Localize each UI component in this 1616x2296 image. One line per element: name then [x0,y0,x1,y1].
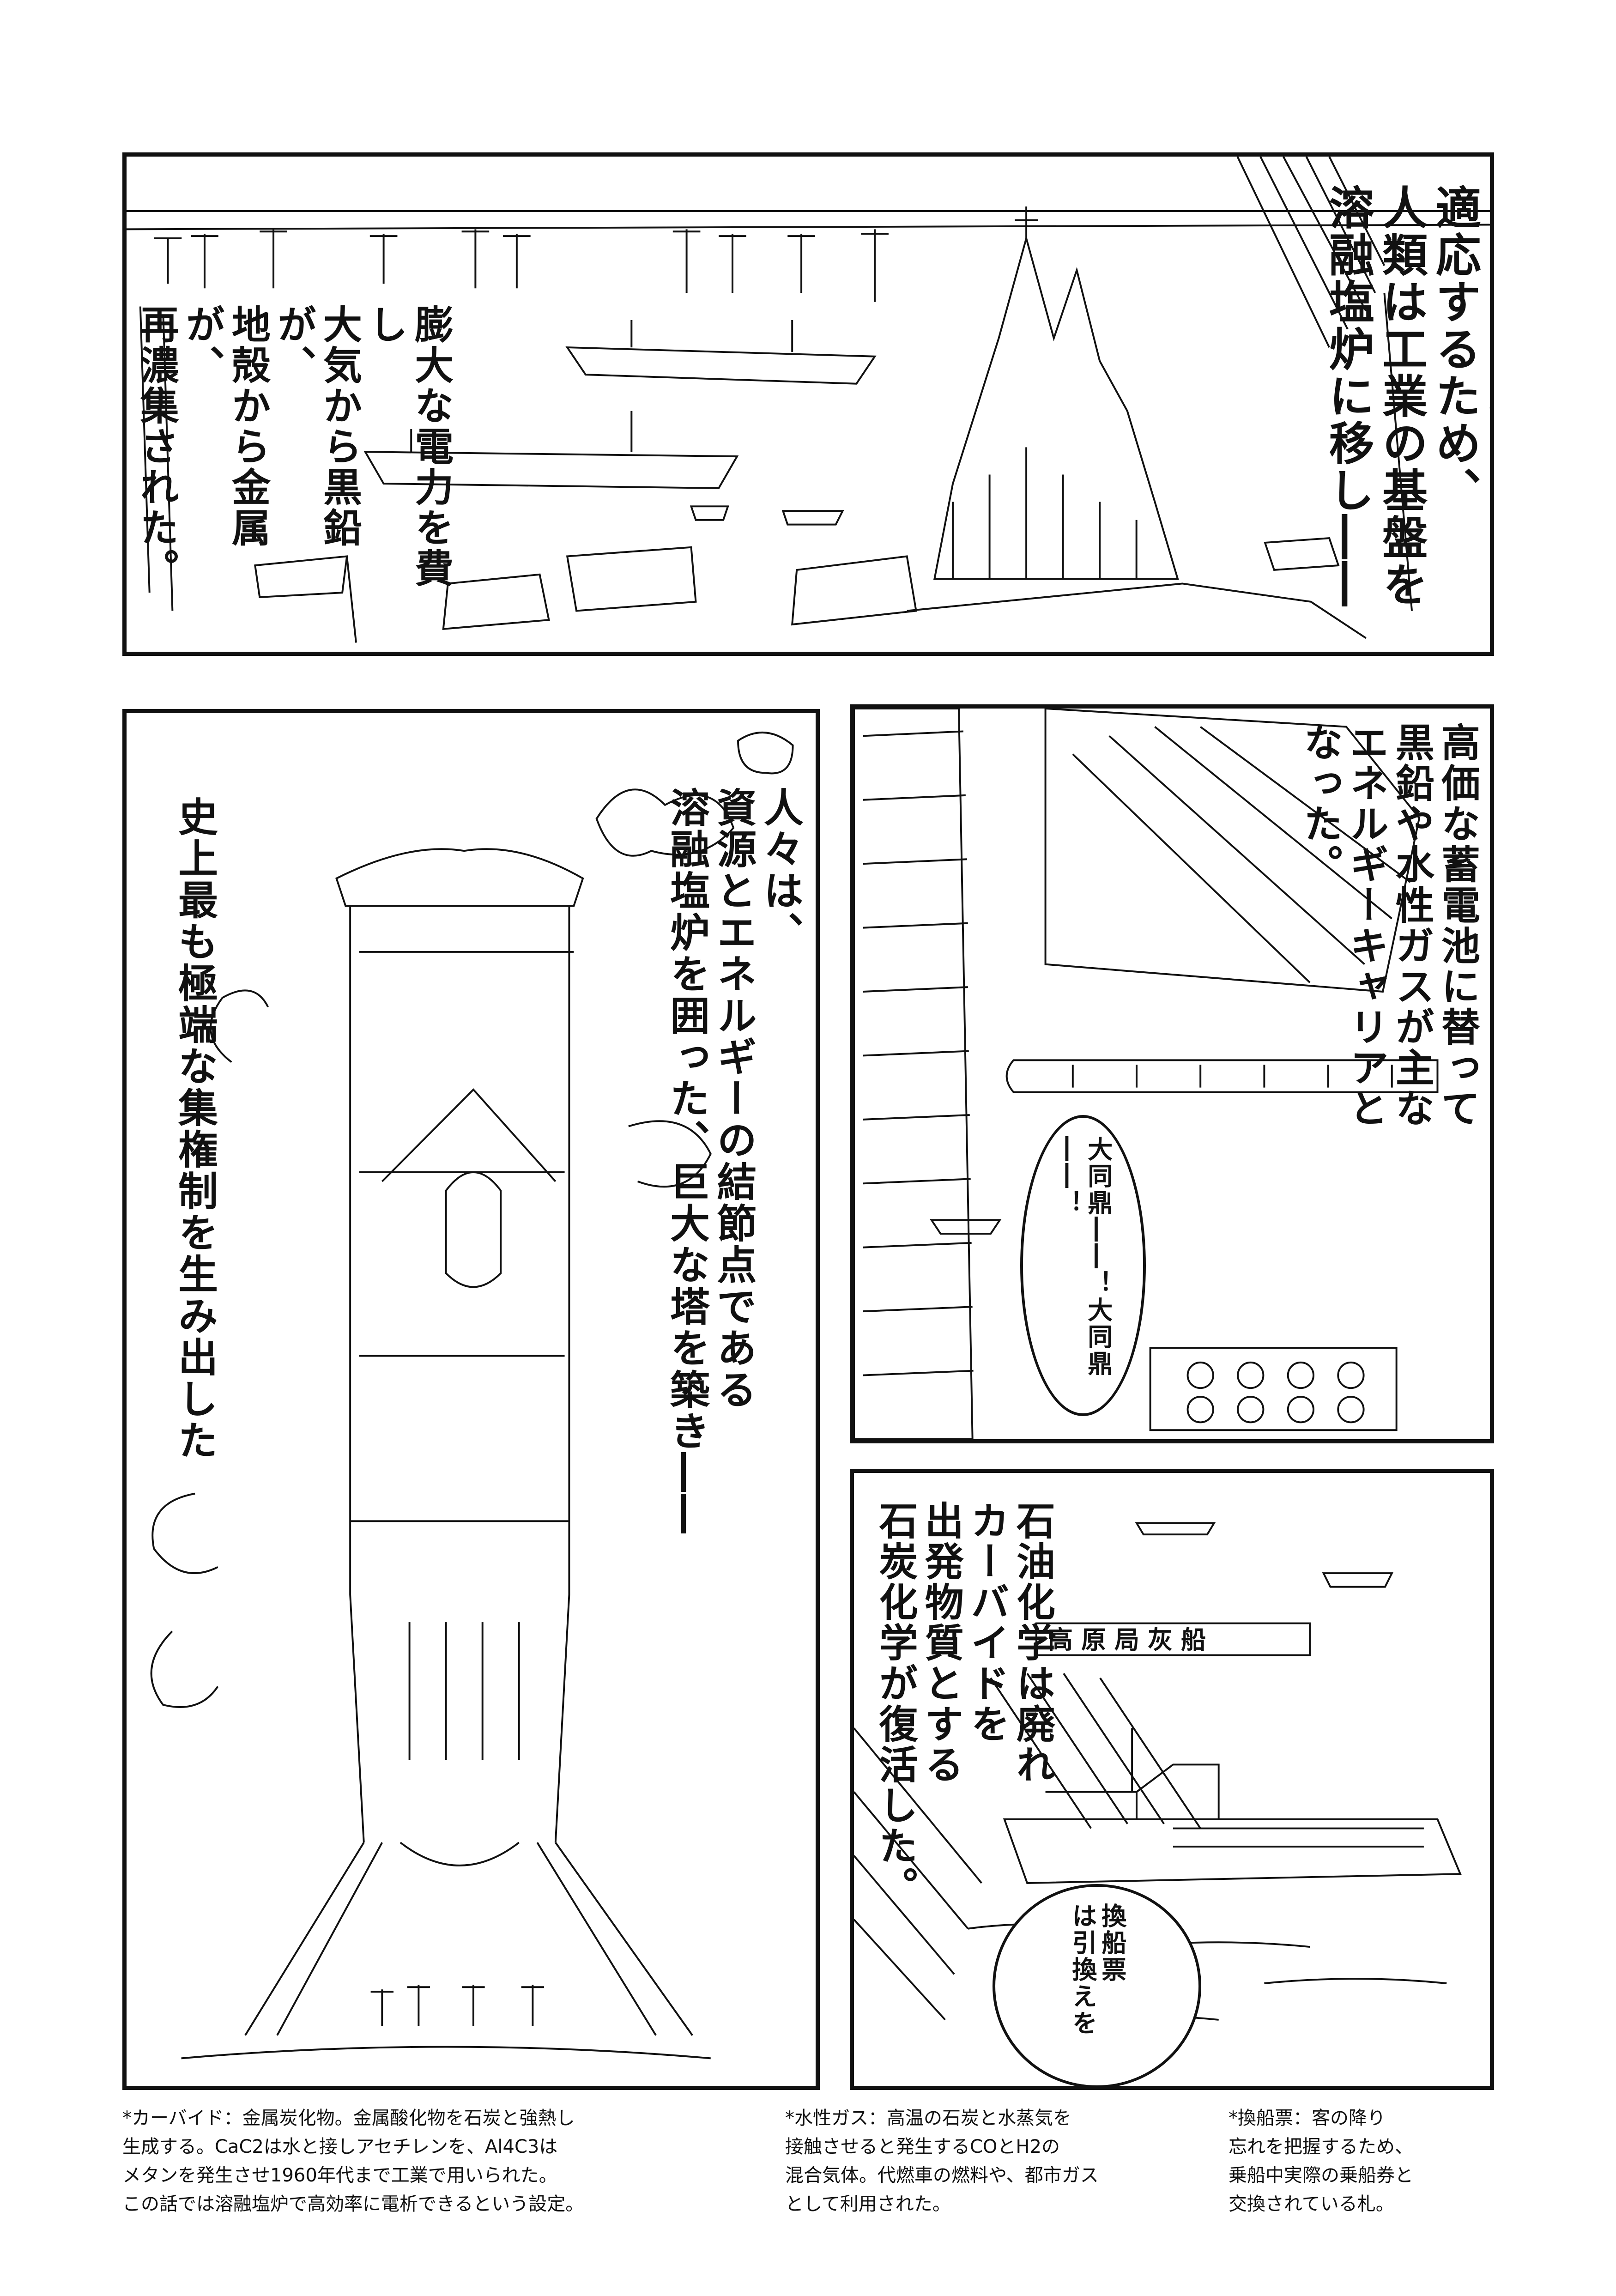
speech-bubble-ticket: 換船票 は引換えを [993,1884,1201,2086]
panel-ferry: 石油化学は廃れ カーバイドを 出発物質とする 石炭化学が復活した。 高原局灰船 … [850,1469,1494,2090]
footnote-transfer-ticket: *換船票：客の降り 忘れを把握するため、 乗船中実際の乗船券と 交換されている札… [1229,2108,1413,2215]
footnote-water-gas: *水性ガス：高温の石炭と水蒸気を 接触させると発生するCOとH2の 混合気体。代… [785,2108,1099,2215]
panel-harbor-cathedral: 劣化した環境に 適応するため、 人類は工業の基盤を 溶融塩炉に移し―― 膨大な電… [122,152,1494,656]
narration-coal-chemistry: 石油化学は廃れ カーバイドを 出発物質とする 石炭化学が復活した。 [873,1501,1056,1907]
speech-text-datongding: 大同鼎――！大同鼎――！ [1054,1136,1113,1377]
narration-tower-built: 人々は、 資源とエネルギーの結節点である 溶融塩炉を囲った、巨大な塔を築き―― [663,787,803,1535]
footnote-carbide: *カーバイド：金属炭化物。金属酸化物を石炭と強熱し 生成する。CaC2は水と接し… [122,2108,584,2215]
ship-sign-text: 高原局灰船 [1048,1625,1214,1654]
speech-text-ticket: 換船票 は引換えを [1068,1903,1126,2037]
narration-centralization: 史上最も極端な集権制を生み出した [171,796,218,1461]
giant-tower-illustration [150,732,794,2060]
speech-bubble-datongding: 大同鼎――！大同鼎――！ [1020,1115,1146,1416]
panel-giant-tower: 人々は、 資源とエネルギーの結節点である 溶融塩炉を囲った、巨大な塔を築き―― … [122,709,820,2090]
narration-environment-shift: 劣化した環境に 適応するため、 人類は工業の基盤を 溶融塩炉に移し―― [1321,184,1494,608]
panel-canal-overhead: 高価な蓄電池に替って 黒鉛や水性ガスが主な エネルギーキャリアと なった。 大同… [850,704,1494,1443]
narration-graphite-metals: 膨大な電力を費し 大気から黒鉛が、 地殻から金属が、 再濃集された。 [134,304,454,589]
harbor-cathedral-illustration [127,157,1490,643]
canal-overhead-illustration [854,709,1439,1439]
narration-energy-carrier: 高価な蓄電池に替って 黒鉛や水性ガスが主な エネルギーキャリアと なった。 [1298,722,1481,1129]
